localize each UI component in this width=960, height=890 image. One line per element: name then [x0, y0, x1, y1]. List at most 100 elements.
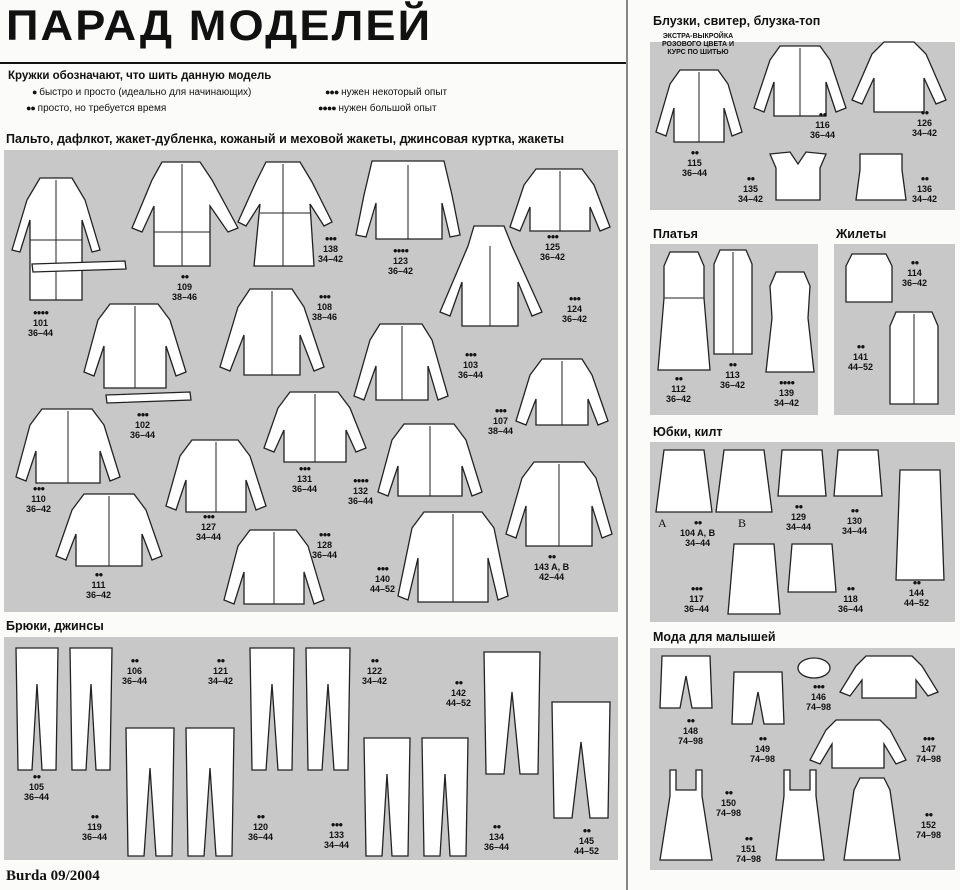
kilt-130-illustration — [833, 449, 883, 497]
jacket-127-illustration — [165, 439, 267, 513]
section-coats-heading: Пальто, дафлкот, жакет-дубленка, кожаный… — [6, 132, 565, 146]
section-vests-heading: Жилеты — [836, 227, 887, 241]
dress-113-illustration — [713, 249, 753, 355]
trousers-121a-illustration — [249, 647, 295, 771]
column-divider — [626, 0, 628, 890]
trousers-121b-illustration — [305, 647, 351, 771]
legend-intro: Кружки обозначают, что шить данную модел… — [8, 70, 272, 82]
page-title: ПАРАД МОДЕЛЕЙ — [6, 2, 433, 50]
vest-114-illustration — [845, 253, 893, 303]
jacket-111-illustration — [55, 493, 163, 567]
extra-pattern-note: ЭКСТРА-ВЫКРОЙКА РОЗОВОГО ЦВЕТА И КУРС ПО… — [661, 33, 735, 56]
trousers-106-illustration — [69, 647, 113, 771]
blouse-115-illustration — [655, 69, 743, 143]
vest-141-illustration — [889, 311, 939, 405]
skirt-117-illustration — [727, 543, 781, 615]
trousers-142-illustration — [483, 651, 541, 775]
jacket-103-illustration — [353, 323, 449, 401]
blouse-116-illustration — [753, 45, 847, 117]
jacket-102-illustration — [83, 303, 187, 389]
legend-text: просто, но требуется время — [37, 103, 167, 114]
jacket-143-illustration — [505, 461, 613, 547]
legend-item-1: ● быстро и просто (идеально для начинающ… — [32, 87, 251, 98]
section-blouses-heading: Блузки, свитер, блузка-топ — [653, 14, 821, 28]
kids-trousers-148-illustration — [659, 655, 713, 709]
legend-dots: ●●●● — [318, 103, 337, 113]
skirt-variant-b: B — [738, 516, 747, 530]
coat-101-illustration — [11, 177, 101, 301]
dress-112-illustration — [657, 251, 711, 371]
skirt-144-illustration — [895, 469, 945, 581]
legend-dots: ● — [32, 87, 38, 97]
title-rule — [0, 62, 626, 64]
skirt-104b-illustration — [715, 449, 773, 513]
section-trousers-heading: Брюки, джинсы — [6, 619, 104, 633]
coat-138-illustration — [237, 161, 333, 267]
kids-overall-151-illustration — [775, 769, 825, 861]
legend-item-4: ●●●● нужен большой опыт — [318, 103, 437, 114]
legend-item-3: ●●● нужен некоторый опыт — [325, 87, 447, 98]
jacket-124-illustration — [439, 225, 543, 327]
jacket-107-illustration — [515, 358, 609, 426]
top-136-illustration — [855, 153, 907, 201]
dress-139-illustration — [765, 271, 815, 373]
kids-trousers-149-illustration — [731, 671, 785, 725]
jeans-133b-illustration — [421, 737, 469, 857]
skirt-129-illustration — [777, 449, 827, 497]
belt-101-illustration — [31, 260, 127, 273]
jeans-133a-illustration — [363, 737, 411, 857]
legend-text: быстро и просто (идеально для начинающих… — [39, 87, 252, 98]
section-skirts-heading: Юбки, килт — [653, 425, 723, 439]
skirt-118-illustration — [787, 543, 837, 593]
trousers-119-illustration — [125, 727, 175, 857]
legend-dots: ●●● — [325, 87, 339, 97]
section-kids-heading: Мода для малышей — [653, 630, 776, 644]
skirt-variant-a: A — [658, 516, 667, 530]
sweater-126-illustration — [851, 41, 947, 113]
jacket-110-illustration — [15, 408, 121, 484]
trousers-145-illustration — [551, 701, 611, 819]
legend-dots: ●● — [26, 103, 36, 113]
legend-text: нужен большой опыт — [338, 103, 437, 114]
jacket-132-illustration — [377, 423, 483, 497]
section-dresses-heading: Платья — [653, 227, 698, 241]
legend-text: нужен некоторый опыт — [341, 87, 448, 98]
